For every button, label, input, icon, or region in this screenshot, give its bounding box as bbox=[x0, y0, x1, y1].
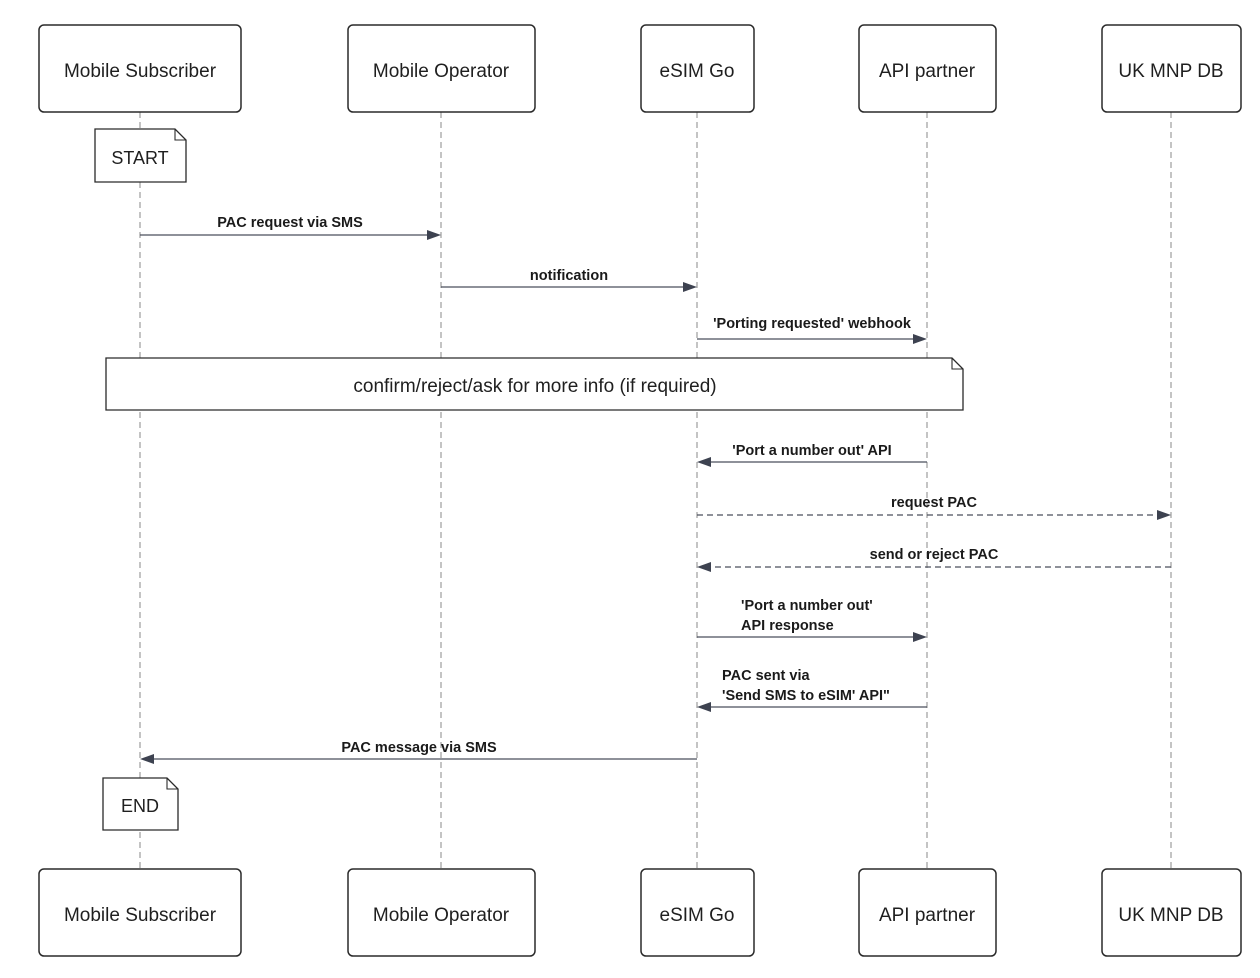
message-label: PAC request via SMS bbox=[217, 215, 363, 231]
participants-bottom: Mobile Subscriber Mobile Operator eSIM G… bbox=[38, 868, 1242, 957]
message-label: 'Send SMS to eSIM' API" bbox=[722, 688, 890, 704]
participant-esim-go-bottom: eSIM Go bbox=[640, 868, 755, 957]
arrow-right-icon bbox=[427, 230, 441, 240]
participant-mobile-operator-top: Mobile Operator bbox=[347, 24, 536, 113]
message-pac-message: PAC message via SMS bbox=[140, 740, 697, 764]
participant-label: eSIM Go bbox=[660, 905, 735, 926]
arrow-left-icon bbox=[697, 702, 711, 712]
message-label: PAC sent via bbox=[722, 668, 811, 684]
message-porting-webhook: 'Porting requested' webhook bbox=[697, 316, 927, 344]
message-notification: notification bbox=[441, 268, 697, 292]
arrow-right-icon bbox=[913, 334, 927, 344]
start-note: START bbox=[94, 128, 187, 183]
message-port-out-response: 'Port a number out' API response bbox=[697, 598, 927, 642]
messages: PAC request via SMS notification 'Portin… bbox=[140, 215, 1171, 764]
participants-top: Mobile Subscriber Mobile Operator eSIM G… bbox=[38, 24, 1242, 113]
participant-mobile-subscriber-top: Mobile Subscriber bbox=[38, 24, 242, 113]
participant-label: API partner bbox=[879, 61, 976, 82]
participant-label: Mobile Subscriber bbox=[64, 905, 217, 926]
confirm-reject-label: confirm/reject/ask for more info (if req… bbox=[353, 376, 716, 397]
arrow-right-icon bbox=[683, 282, 697, 292]
message-label: send or reject PAC bbox=[870, 547, 999, 563]
arrow-right-icon bbox=[1157, 510, 1171, 520]
participant-label: API partner bbox=[879, 905, 976, 926]
participant-label: Mobile Operator bbox=[373, 905, 510, 926]
participant-label: Mobile Subscriber bbox=[64, 61, 217, 82]
message-pac-sent: PAC sent via 'Send SMS to eSIM' API" bbox=[697, 668, 927, 712]
message-pac-request: PAC request via SMS bbox=[140, 215, 441, 240]
participant-api-partner-top: API partner bbox=[858, 24, 997, 113]
participant-label: UK MNP DB bbox=[1118, 905, 1223, 926]
arrow-left-icon bbox=[697, 457, 711, 467]
start-label: START bbox=[111, 148, 168, 168]
arrow-left-icon bbox=[697, 562, 711, 572]
participant-label: Mobile Operator bbox=[373, 61, 510, 82]
participant-label: UK MNP DB bbox=[1118, 61, 1223, 82]
message-label: 'Porting requested' webhook bbox=[713, 316, 912, 332]
lifelines bbox=[139, 112, 1172, 868]
message-request-pac: request PAC bbox=[697, 495, 1171, 520]
participant-label: eSIM Go bbox=[660, 61, 735, 82]
participant-uk-mnp-db-bottom: UK MNP DB bbox=[1101, 868, 1242, 957]
end-note: END bbox=[102, 777, 179, 831]
participant-uk-mnp-db-top: UK MNP DB bbox=[1101, 24, 1242, 113]
end-label: END bbox=[121, 796, 159, 816]
message-label: request PAC bbox=[891, 495, 977, 511]
arrow-right-icon bbox=[913, 632, 927, 642]
participant-mobile-operator-bottom: Mobile Operator bbox=[347, 868, 536, 957]
message-send-reject-pac: send or reject PAC bbox=[697, 547, 1171, 572]
message-label: notification bbox=[530, 268, 608, 284]
message-label: PAC message via SMS bbox=[341, 740, 497, 756]
arrow-left-icon bbox=[140, 754, 154, 764]
message-label: 'Port a number out' API bbox=[732, 443, 891, 459]
message-port-out-api: 'Port a number out' API bbox=[697, 443, 927, 467]
participant-api-partner-bottom: API partner bbox=[858, 868, 997, 957]
participant-esim-go-top: eSIM Go bbox=[640, 24, 755, 113]
message-label: 'Port a number out' bbox=[741, 598, 873, 614]
confirm-reject-note: confirm/reject/ask for more info (if req… bbox=[105, 357, 964, 411]
message-label: API response bbox=[741, 618, 834, 634]
participant-mobile-subscriber-bottom: Mobile Subscriber bbox=[38, 868, 242, 957]
